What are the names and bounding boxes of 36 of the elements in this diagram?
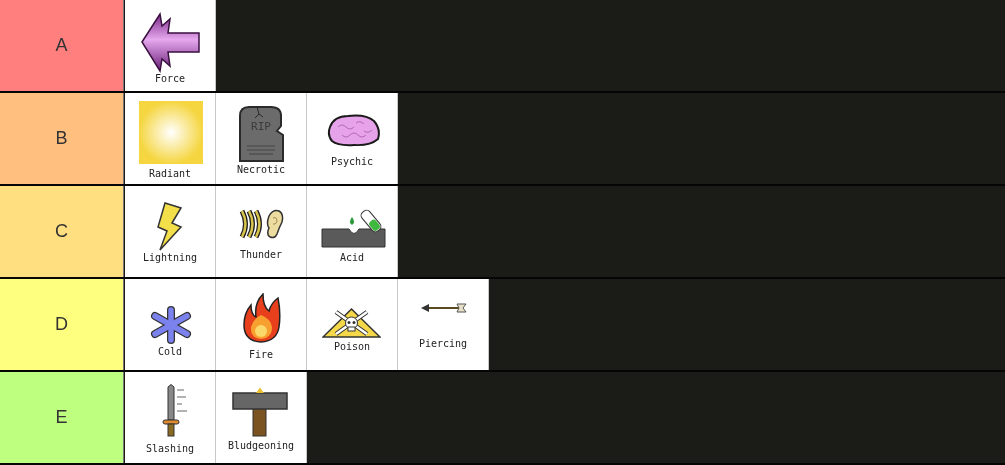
item-card	[216, 279, 307, 370]
item-caption: Force	[154, 73, 186, 85]
tier-row	[0, 372, 1005, 465]
item-caption: Psychic	[330, 156, 374, 168]
item-card	[398, 279, 489, 370]
tier-label: B	[0, 93, 124, 184]
tier-row	[0, 186, 1005, 279]
item-caption: Bludgeoning	[227, 440, 295, 452]
item-caption: Necrotic	[236, 164, 286, 176]
item-card	[125, 0, 216, 91]
item-card	[125, 93, 216, 184]
item-caption: Poison	[333, 341, 371, 353]
item-caption: Acid	[339, 252, 365, 264]
tier-label: C	[0, 186, 124, 277]
item-caption: Slashing	[145, 443, 195, 455]
tier-label: D	[0, 279, 124, 370]
item-card	[216, 372, 307, 463]
item-card	[307, 279, 398, 370]
item-card	[125, 186, 216, 277]
tier-row	[0, 279, 1005, 372]
tier-label: A	[0, 0, 124, 91]
item-caption: Cold	[157, 346, 183, 358]
tier-row	[0, 0, 1005, 93]
item-card	[307, 93, 398, 184]
item-caption: Radiant	[148, 168, 192, 180]
item-caption: Lightning	[142, 252, 198, 264]
tier-label: E	[0, 372, 124, 463]
item-caption: Fire	[248, 349, 274, 361]
item-card	[216, 186, 307, 277]
tier-row	[0, 93, 1005, 186]
item-caption: Piercing	[418, 338, 468, 350]
item-card	[125, 372, 216, 463]
item-card	[216, 93, 307, 184]
item-caption: Thunder	[239, 249, 283, 261]
item-card	[307, 186, 398, 277]
item-card	[125, 279, 216, 370]
